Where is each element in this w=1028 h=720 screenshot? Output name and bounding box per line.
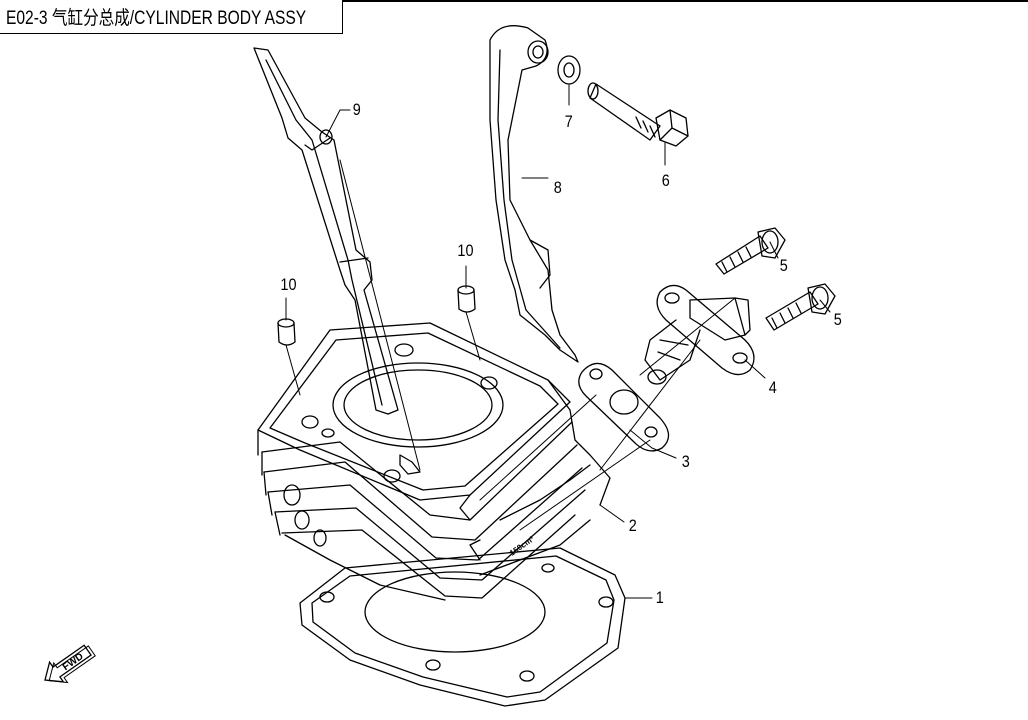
- callout-5-lower: 5: [833, 310, 842, 329]
- cylinder-base-gasket: [299, 547, 626, 707]
- callout-10-right: 10: [457, 241, 474, 260]
- guide-pivot-bolt: [587, 82, 689, 147]
- dowel-pin-right: [457, 285, 476, 313]
- tensioner-bolt-upper: [715, 227, 786, 275]
- callout-3: 3: [681, 452, 690, 471]
- callout-6: 6: [661, 171, 670, 190]
- callout-5-upper: 5: [779, 256, 788, 275]
- fwd-arrow-icon: FWD: [44, 644, 96, 684]
- top-border-line: [343, 0, 1028, 2]
- callout-9: 9: [352, 100, 361, 119]
- chain-tensioner: [644, 284, 755, 385]
- dowel-pin-left: [277, 318, 296, 346]
- tensioner-bolt-lower: [765, 283, 836, 331]
- tensioner-guide: [489, 25, 579, 363]
- leader-lines: [285, 84, 831, 599]
- callout-7: 7: [564, 112, 573, 131]
- title-box: E02-3 气缸分总成/CYLINDER BODY ASSY: [0, 0, 343, 34]
- callout-4: 4: [768, 378, 777, 397]
- cylinder-block: [257, 322, 611, 601]
- page-title: E02-3 气缸分总成/CYLINDER BODY ASSY: [6, 8, 307, 29]
- callout-2: 2: [628, 516, 637, 535]
- callout-1: 1: [655, 588, 664, 607]
- tensioner-gasket: [578, 362, 670, 452]
- callout-8: 8: [553, 178, 562, 197]
- callout-10-left: 10: [280, 275, 297, 294]
- chain-guide: [253, 47, 421, 475]
- washer: [557, 55, 581, 85]
